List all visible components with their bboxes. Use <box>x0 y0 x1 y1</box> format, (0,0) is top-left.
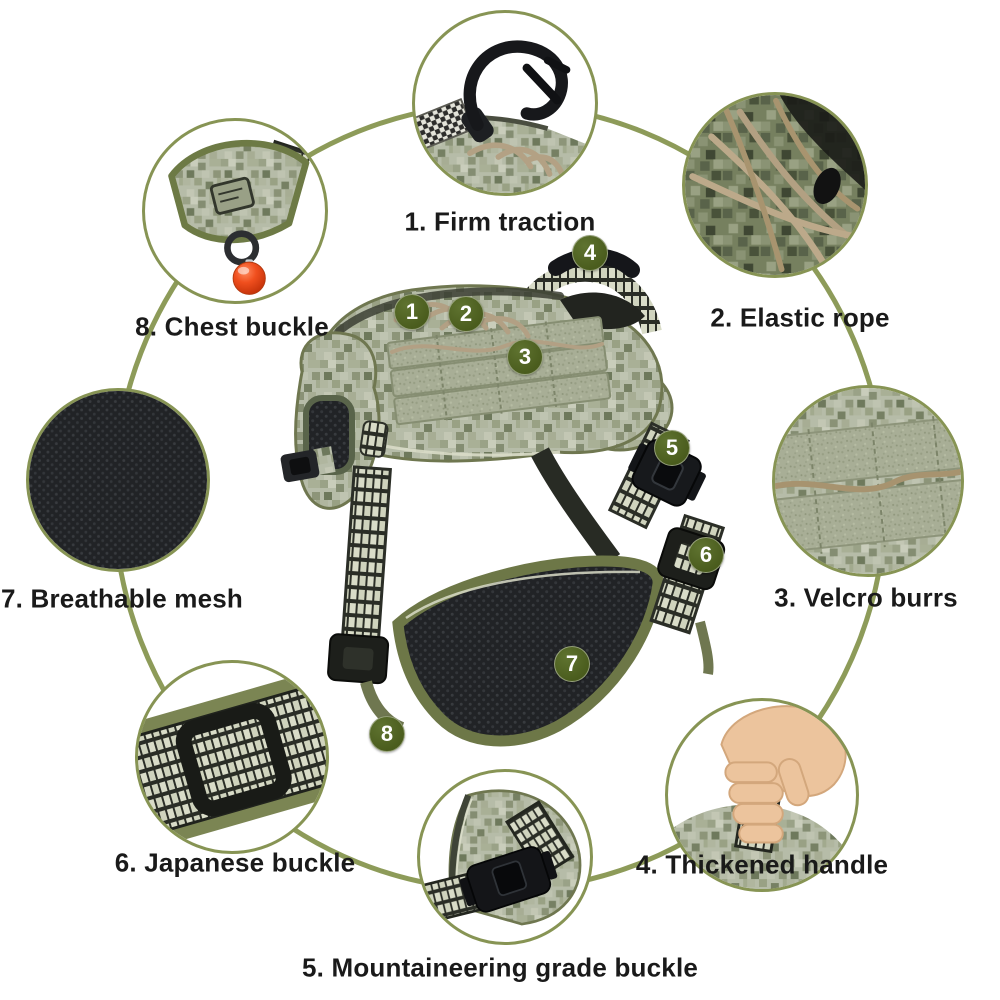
d-ring <box>224 230 260 266</box>
belly-mesh <box>392 555 664 747</box>
detail-photo-velcro-burrs <box>772 385 964 577</box>
slider-buckle-icon <box>175 702 292 817</box>
bell-highlight <box>237 266 250 275</box>
detail-photo-mountaineering-buckle <box>417 769 593 945</box>
feature-badge-2: 2 <box>448 296 484 332</box>
cord-toggle <box>813 167 841 204</box>
feature-label-velcro-burrs: 3. Velcro burrs <box>774 582 958 613</box>
feature-label-firm-traction: 1. Firm traction <box>404 206 596 237</box>
under-strap <box>531 447 621 566</box>
velcro-panel <box>386 316 612 426</box>
feature-label-japanese-buckle: 6. Japanese buckle <box>114 847 356 878</box>
feature-label-breathable-mesh: 7. Breathable mesh <box>0 583 244 614</box>
detail-photo-breathable-mesh <box>26 388 210 572</box>
elastic-cord <box>775 468 961 493</box>
hand-grip <box>720 705 847 844</box>
elastic-cords <box>689 97 863 273</box>
feature-label-thickened-handle: 4. Thickened handle <box>635 849 889 880</box>
feature-badge-8: 8 <box>369 716 405 752</box>
detail-photo-elastic-rope <box>682 92 868 278</box>
reflective-loop <box>359 420 389 458</box>
left-strap <box>327 465 392 685</box>
detail-photo-chest-buckle <box>142 118 328 304</box>
detail-photo-thickened-handle <box>665 698 859 892</box>
feature-label-mountaineering-buckle: 5. Mountaineering grade buckle <box>301 952 699 983</box>
snap-hook-icon <box>461 40 571 143</box>
release-buckle-icon <box>459 846 558 913</box>
feature-badge-7: 7 <box>554 646 590 682</box>
feature-label-chest-buckle: 8. Chest buckle <box>135 311 329 342</box>
feature-badge-3: 3 <box>507 339 543 375</box>
feature-badge-5: 5 <box>654 430 690 466</box>
detail-photo-japanese-buckle <box>135 660 329 854</box>
feature-badge-6: 6 <box>688 537 724 573</box>
mesh-texture <box>29 391 207 569</box>
strap-tail-right <box>695 620 714 675</box>
belly-piping <box>405 570 641 620</box>
side-clip <box>280 446 336 483</box>
body-edging <box>334 287 564 336</box>
feature-label-elastic-rope: 2. Elastic rope <box>710 302 890 333</box>
feature-badge-1: 1 <box>394 294 430 330</box>
label-patch <box>209 176 255 215</box>
feature-badge-4: 4 <box>572 235 608 271</box>
